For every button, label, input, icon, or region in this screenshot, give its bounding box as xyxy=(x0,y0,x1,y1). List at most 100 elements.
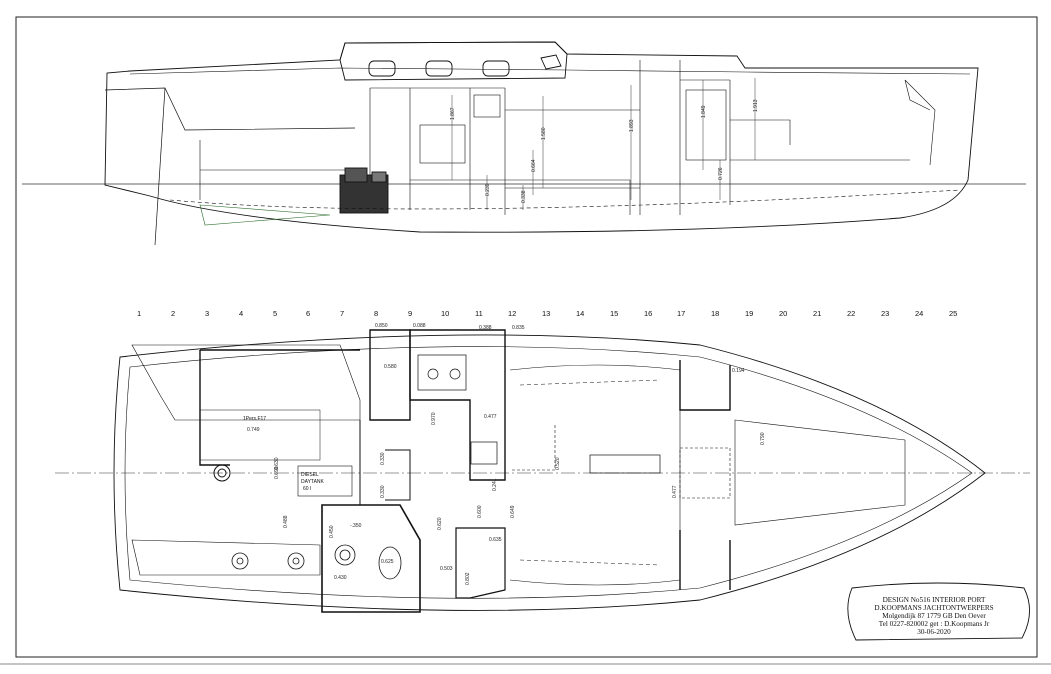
winch-port-fwd-hub xyxy=(292,557,300,565)
title-block-frame xyxy=(847,582,1030,641)
title-block: DESIGN No516 INTERIOR PORT D.KOOPMANS JA… xyxy=(847,582,1030,641)
v-berth xyxy=(734,419,906,526)
deck-line xyxy=(129,67,971,75)
hull-inner xyxy=(124,346,973,599)
hull-profile xyxy=(104,41,979,233)
dim-label: 0.194 xyxy=(732,368,745,374)
dim-label: 0.635 xyxy=(489,537,502,543)
stove-burner-1 xyxy=(427,368,439,380)
profile-dim-lines xyxy=(451,78,756,210)
title-line-address: Molgendijk 87 1779 GB Den Oever xyxy=(882,612,986,620)
winch-port-fwd xyxy=(287,552,305,570)
portlight-4 xyxy=(540,54,562,70)
aft-cabin-floor xyxy=(199,140,350,200)
bilge-line xyxy=(169,189,961,210)
frame-number: 20 xyxy=(779,309,787,318)
stove-burner-2 xyxy=(449,368,461,380)
main-bulkhead xyxy=(679,360,731,590)
frame-number: 6 xyxy=(306,309,310,318)
galley-sink xyxy=(470,441,498,465)
dim-label: 0.477 xyxy=(484,414,497,420)
dim-label: 0.790 xyxy=(760,432,766,445)
dim-label: 0.970 xyxy=(431,412,437,425)
head-toilet xyxy=(378,546,402,580)
frame-number: 1 xyxy=(137,309,141,318)
head-sink-drain xyxy=(339,549,351,561)
frame-number: 25 xyxy=(949,309,957,318)
engine-block xyxy=(339,167,389,214)
head-sink xyxy=(334,544,356,566)
tank-label: 60 l xyxy=(303,486,311,492)
fwd-hatch xyxy=(679,447,731,499)
dim-label: 0.503 xyxy=(440,566,453,572)
helm-pedestal xyxy=(213,464,231,482)
frame-number: 17 xyxy=(677,309,685,318)
lower-locker xyxy=(455,527,506,599)
dim-label: 0.625 xyxy=(381,559,394,565)
dim-label: 0.388 xyxy=(479,325,492,331)
dim-label: 1.580 xyxy=(541,127,547,140)
mast-partner xyxy=(685,89,727,161)
saloon-seating xyxy=(410,179,640,215)
dim-label: 0.330 xyxy=(380,452,386,465)
dim-label: 0.430 xyxy=(334,575,347,581)
winch-port-aft-hub xyxy=(236,557,244,565)
dim-label: 1.893 xyxy=(629,119,635,132)
helm-hub xyxy=(217,468,227,478)
saloon-seating-plan xyxy=(509,364,681,586)
winch-port-aft xyxy=(231,552,249,570)
frame-number: 3 xyxy=(205,309,209,318)
dim-label: 0.241 xyxy=(492,478,498,491)
dim-label: 0.450 xyxy=(329,525,335,538)
dim-label: 0.520 xyxy=(555,457,561,470)
frame-number: 21 xyxy=(813,309,821,318)
frame-number: 4 xyxy=(239,309,243,318)
dim-label: 0.330 xyxy=(380,485,386,498)
portlight-3 xyxy=(482,60,510,77)
frame-number: 22 xyxy=(847,309,855,318)
galley-stove-plan xyxy=(417,354,467,391)
interior-tops xyxy=(370,79,910,161)
frame-number: 14 xyxy=(576,309,584,318)
dim-label: 0.664 xyxy=(531,159,537,172)
dim-label: 0.477 xyxy=(672,485,678,498)
bulkheads-profile xyxy=(369,60,731,215)
frame-number: 10 xyxy=(441,309,449,318)
head-compartment xyxy=(321,504,421,613)
coachroof xyxy=(339,41,568,81)
berth-label: 1Pers.F17 xyxy=(243,416,266,422)
galley xyxy=(409,329,506,481)
dim-label: 0.620 xyxy=(437,517,443,530)
sheet-border xyxy=(15,16,1038,658)
dim-label: 0.802 xyxy=(465,572,471,585)
cockpit-line xyxy=(104,87,356,131)
title-line-date: 30-06-2020 xyxy=(917,628,951,636)
aft-berth xyxy=(199,409,321,461)
frame-number: 24 xyxy=(915,309,923,318)
bow-berth xyxy=(904,79,936,166)
rudder xyxy=(199,204,331,226)
frame-number: 16 xyxy=(644,309,652,318)
dim-label: -.350 xyxy=(350,523,362,529)
dim-label: 0.239 xyxy=(485,183,491,196)
frame-number: 12 xyxy=(508,309,516,318)
plan-view xyxy=(55,329,1030,613)
title-line-design: DESIGN No516 INTERIOR PORT xyxy=(883,596,986,604)
frame-number: 19 xyxy=(745,309,753,318)
frame-number: 2 xyxy=(171,309,175,318)
companion-steps xyxy=(359,420,411,505)
galley-stove xyxy=(419,124,466,164)
tank-label: DAYTANK xyxy=(301,479,325,485)
profile-dimension-labels: 1.867 1.580 1.893 1.849 1.913 0.239 0.66… xyxy=(450,99,759,203)
nav-station xyxy=(369,329,411,421)
frame-number: 5 xyxy=(273,309,277,318)
dim-label: 0.690 xyxy=(274,466,280,479)
dim-label: 1.867 xyxy=(450,107,456,120)
saloon-dashed xyxy=(510,425,556,471)
hull-plan xyxy=(113,334,986,611)
dim-label: 0.726 xyxy=(718,167,724,180)
frame-number: 8 xyxy=(374,309,378,318)
diesel-daytank xyxy=(297,465,353,497)
